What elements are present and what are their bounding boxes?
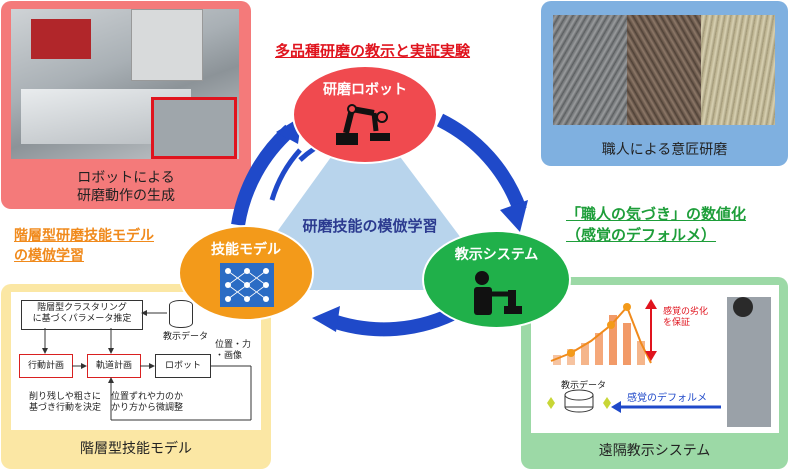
craftsman-panel: 職人による意匠研磨 [541, 1, 788, 166]
left-heading: 階層型研磨技能モデル の模倣学習 [14, 228, 154, 264]
sensation-chart [547, 297, 771, 427]
robot-polishing-panel: ロボットによる 研磨動作の生成 [1, 1, 251, 209]
right-heading: 「職人の気づき」の数値化 （感覚のデフォルメ） [566, 205, 747, 244]
arrow-left-top [231, 124, 295, 227]
top-heading: 多品種研磨の教示と実証実験 [275, 42, 471, 60]
robot-arm-icon [336, 104, 390, 145]
hierarchical-model-panel: 階層型クラスタリング に基づくパラメータ推定 教示データ 行動計画 軌道計画 ロ… [1, 284, 271, 469]
craftsman-polishing-photo [553, 15, 775, 125]
trajectory-plan-box: 軌道計画 [87, 354, 141, 378]
robot-polishing-caption: ロボットによる 研磨動作の生成 [77, 170, 175, 204]
robot-polishing-photo [11, 9, 239, 159]
robot-node: 研磨ロボット [292, 65, 438, 164]
deform-label: 感覚のデフォルメ [627, 393, 707, 404]
craftsman-caption: 職人による意匠研磨 [601, 142, 728, 158]
hierarchical-model-caption: 階層型技能モデル [80, 441, 192, 457]
note-trajectory: 位置ずれや力のか かり方から微調整 [111, 392, 184, 413]
robot-node-label: 研磨ロボット [323, 82, 407, 98]
cluster-box: 階層型クラスタリング に基づくパラメータ推定 [21, 300, 143, 330]
note-action: 削り残しや粗さに 基づき行動を決定 [29, 392, 102, 413]
teaching-person-icon [474, 271, 522, 315]
sensation-annotation: 感覚の劣化 を保証 [663, 307, 709, 328]
remote-teaching-caption: 遠隔教示システム [598, 443, 711, 459]
skill-model-node: 技能モデル [178, 225, 314, 321]
db-label: 教示データ [163, 332, 209, 342]
model-diagram-arrows [42, 310, 252, 421]
teach-db-label: 教示データ [561, 381, 607, 391]
arrow-right-top [436, 113, 527, 213]
robot-box: ロボット [155, 354, 211, 378]
database-icon [169, 300, 193, 328]
feedback-label: 位置・力 ・画像 [215, 340, 252, 361]
remote-teaching-panel: 感覚の劣化 を保証 教示データ 感覚のデフォルメ 遠隔教示システム [521, 277, 788, 469]
teaching-system-label: 教示システム [454, 247, 539, 263]
arrow-bottom [327, 303, 464, 337]
skill-model-label: 技能モデル [211, 242, 281, 258]
center-label: 研磨技能の模倣学習 [302, 217, 438, 235]
teaching-system-node: 教示システム [422, 230, 571, 329]
neural-network-icon [220, 263, 274, 307]
remote-teaching-area: 感覚の劣化 を保証 教示データ 感覚のデフォルメ [531, 285, 779, 433]
action-plan-box: 行動計画 [19, 354, 73, 378]
